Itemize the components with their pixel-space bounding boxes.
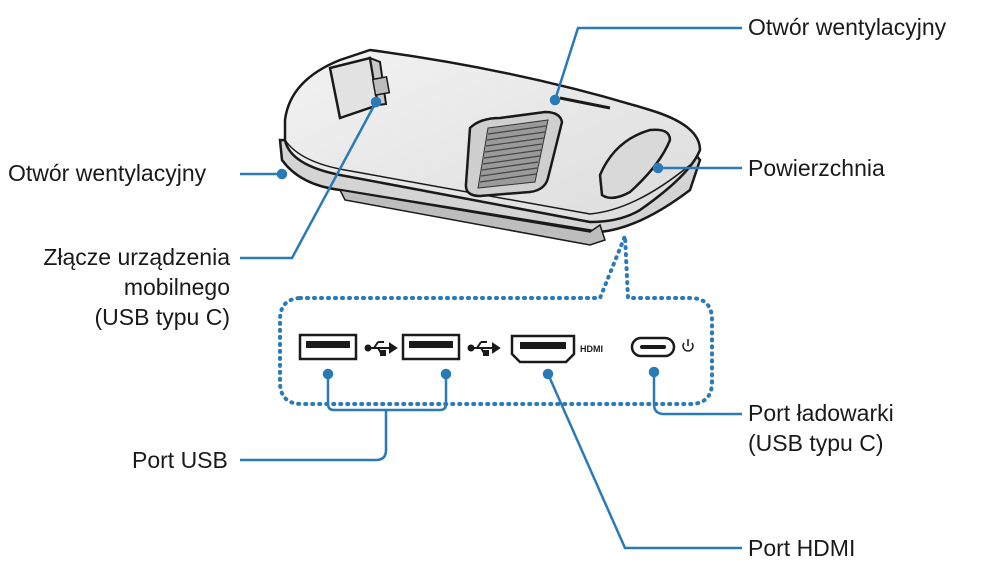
dock-base <box>338 189 606 246</box>
port-callout <box>278 235 714 406</box>
label-connector-line2: mobilnego <box>123 274 230 300</box>
leader-charger <box>652 372 742 416</box>
leader-vent-top <box>553 26 742 101</box>
dock-rim <box>284 139 691 215</box>
label-usb-port: Port USB <box>132 447 228 473</box>
usb-port-2 <box>401 333 461 361</box>
charger-port <box>630 336 676 358</box>
usb-symbol-1-icon <box>364 341 398 356</box>
leader-lines <box>240 26 742 550</box>
label-hdmi-port: Port HDMI <box>748 535 856 561</box>
top-vent <box>464 110 564 198</box>
label-charger-line1: Port ładowarki <box>748 400 894 426</box>
surface-pad <box>598 128 672 200</box>
leader-connector <box>240 101 378 260</box>
leader-hdmi <box>546 373 742 550</box>
hdmi-logo-icon: HDMI <box>580 344 603 354</box>
hdmi-port <box>510 334 576 364</box>
top-slot <box>559 96 611 110</box>
power-icon <box>682 339 694 352</box>
usb-port-1 <box>298 333 358 361</box>
usb-symbol-2-icon <box>467 341 501 356</box>
label-connector-line3: (USB typu C) <box>94 304 230 330</box>
label-vent-left: Otwór wentylacyjny <box>8 160 207 186</box>
label-connector-line1: Złącze urządzenia <box>43 244 230 270</box>
label-charger-line2: (USB typu C) <box>748 430 884 456</box>
label-vent-top: Otwór wentylacyjny <box>748 14 947 40</box>
mobile-connector <box>328 56 391 120</box>
label-surface: Powierzchnia <box>748 155 885 181</box>
